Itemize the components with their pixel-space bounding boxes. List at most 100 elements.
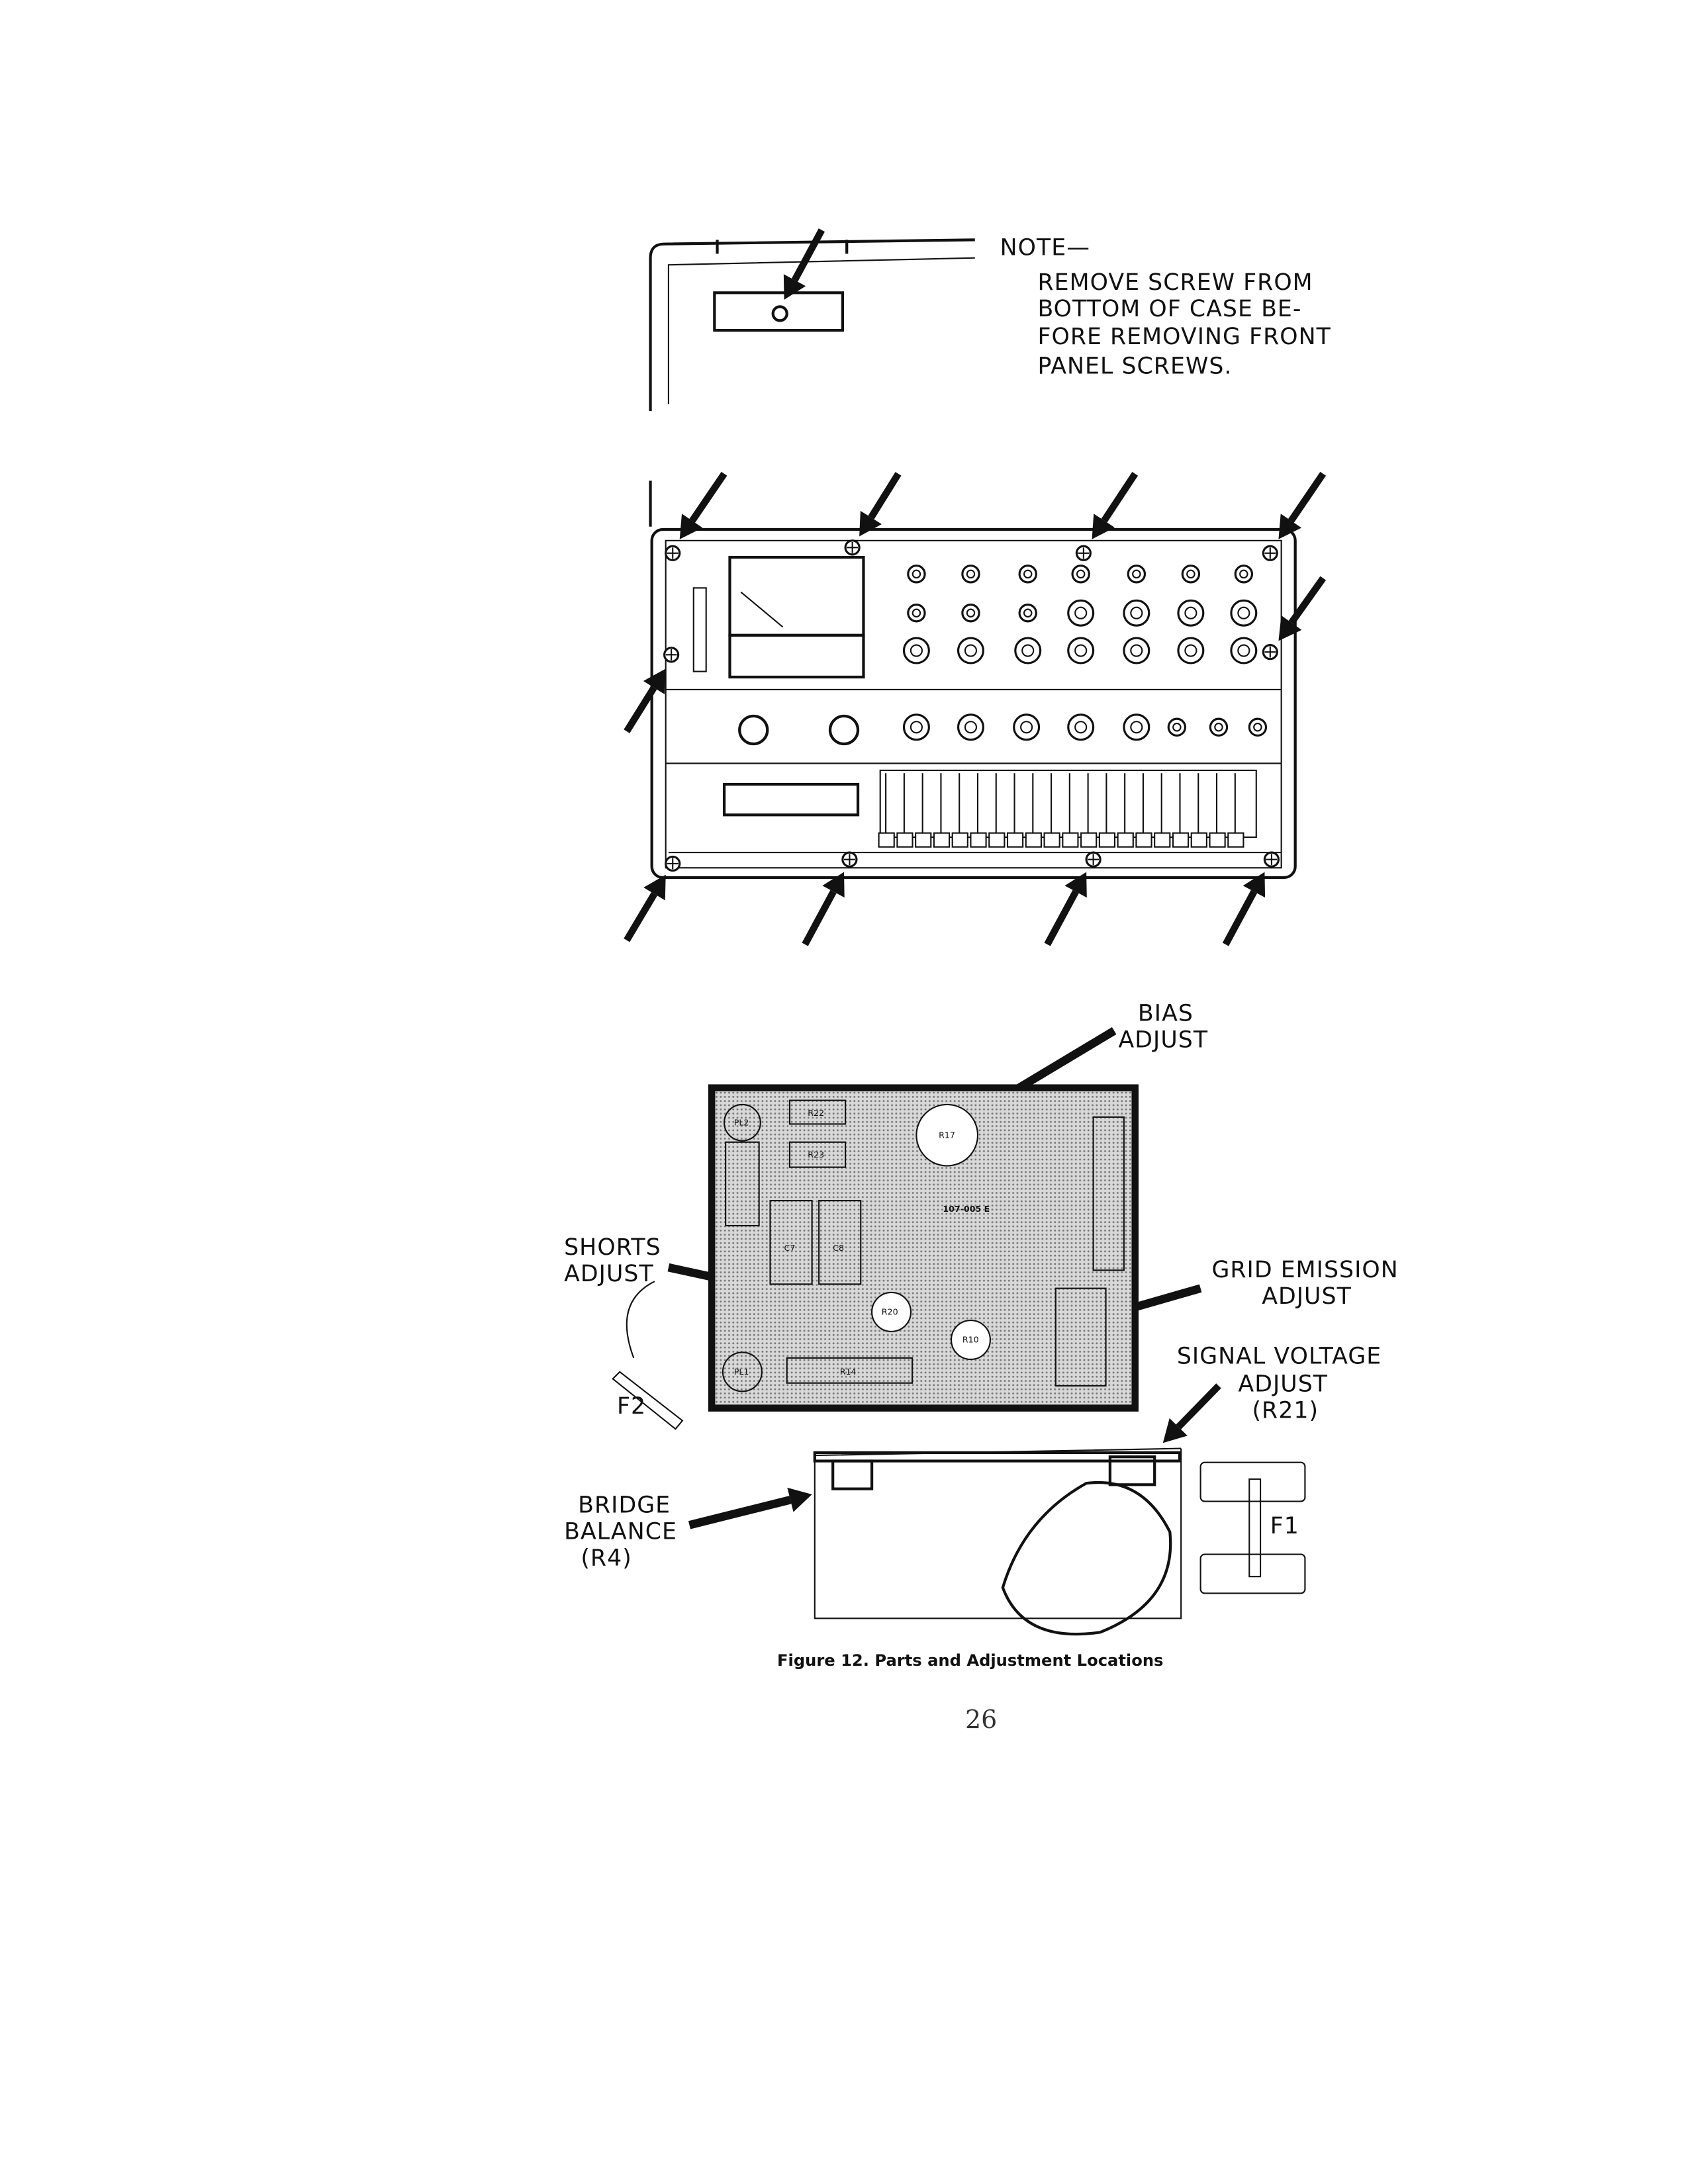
selector-knob [1127, 565, 1147, 584]
selector-knob [1248, 717, 1268, 737]
switch-bank [879, 769, 1257, 839]
arrow-icon [688, 1487, 812, 1529]
board-id: 107-005 E [943, 1204, 990, 1214]
grid-emission-adjust-callout: GRID EMISSION ADJUST [1211, 1257, 1397, 1310]
arrow-icon [859, 472, 902, 537]
callout-line: BIAS [1138, 1001, 1194, 1027]
circuit-board: PL2 R22 R23 R17 107-005 E C7 C8 R20 R10 … [612, 1084, 1139, 1430]
case-bottom-view [649, 238, 975, 412]
control-knob [828, 714, 860, 746]
note-line: BOTTOM OF CASE BE- [1037, 296, 1301, 322]
pushbuttons [692, 587, 707, 672]
front-panel [649, 480, 1297, 880]
selector-knob [957, 713, 984, 741]
r10-label: R10 [962, 1335, 979, 1345]
bridge-balance-callout: BRIDGE BALANCE (R4) [564, 1492, 677, 1571]
r22-label: R22 [808, 1108, 824, 1118]
lever-switch [1098, 773, 1116, 848]
note-line: REMOVE SCREW FROM [1037, 269, 1313, 296]
arrow-icon [1278, 471, 1327, 539]
c8-label: C8 [833, 1243, 844, 1253]
pl1-label: PL1 [734, 1367, 749, 1377]
tube-socket-strip [722, 782, 860, 817]
selector-knob [957, 637, 984, 664]
f1-fuse [1248, 1478, 1262, 1578]
selector-knob [1071, 565, 1090, 584]
arrow-icon [679, 471, 727, 539]
callout-line: BALANCE [564, 1518, 677, 1545]
pl2-label: PL2 [734, 1117, 749, 1127]
arrow-icon [783, 228, 825, 300]
selector-knob [1123, 599, 1150, 627]
r20-potentiometer [871, 1291, 912, 1332]
arrow-icon [1222, 872, 1266, 946]
pl1-lamp [722, 1351, 763, 1392]
callout-line: ADJUST [1262, 1283, 1352, 1310]
selector-knob [1209, 717, 1229, 737]
selector-knob [1123, 637, 1150, 664]
signal-voltage-adjust-callout: SIGNAL VOLTAGE ADJUST (R21) [1177, 1343, 1381, 1424]
selector-knob [961, 604, 980, 623]
r10-potentiometer [950, 1319, 991, 1361]
arrow-icon [802, 872, 845, 946]
note-line: FORE REMOVING FRONT [1037, 324, 1331, 350]
lever-switch [1190, 773, 1207, 848]
note-text: NOTE— REMOVE SCREW FROM BOTTOM OF CASE B… [1000, 235, 1331, 380]
selector-knob [1230, 599, 1258, 627]
figure-caption: Figure 12. Parts and Adjustment Location… [777, 1651, 1163, 1670]
lever-switch [1080, 773, 1098, 848]
fuse-holder [1199, 1553, 1306, 1594]
chassis-bottom [813, 1447, 1306, 1636]
arrow-icon [1162, 1383, 1221, 1443]
panel-screw-icon [1263, 851, 1280, 868]
panel-screw-icon [1262, 545, 1278, 561]
r20-label: R20 [882, 1307, 898, 1317]
bias-adjust-callout: BIAS ADJUST [1118, 1001, 1207, 1054]
selector-knob [1123, 713, 1150, 741]
selector-knob [1014, 637, 1042, 664]
c7-label: C7 [784, 1243, 796, 1253]
selector-knob [1018, 604, 1037, 623]
f2-label: F2 [617, 1393, 646, 1420]
arrow-icon [1044, 872, 1087, 946]
panel-screw-icon [1075, 545, 1092, 561]
lever-switch [970, 773, 987, 848]
panel-screw-icon [665, 855, 681, 872]
lever-switch [896, 773, 914, 848]
selector-knob [1167, 717, 1187, 737]
panel-screw-icon [841, 851, 858, 868]
lever-switch [1025, 773, 1042, 848]
selector-knob [902, 713, 930, 741]
selector-knob [1013, 713, 1041, 741]
lever-switch [1135, 773, 1152, 848]
selector-knob [1067, 599, 1095, 627]
screw-icon [771, 305, 788, 322]
selector-knob [1067, 713, 1095, 741]
callout-line: ADJUST [1238, 1371, 1328, 1397]
lever-switch [1172, 773, 1190, 848]
r14-label: R14 [840, 1367, 857, 1377]
r23-label: R23 [808, 1150, 824, 1160]
callout-line: ADJUST [564, 1261, 654, 1287]
meter [728, 555, 865, 637]
panel-screw-icon [1262, 644, 1278, 660]
lever-switch [933, 773, 951, 848]
r17-potentiometer [915, 1103, 979, 1167]
panel-screw-icon [665, 545, 681, 561]
selector-knob [1234, 565, 1254, 584]
selector-knob [1181, 565, 1201, 584]
f1-label: F1 [1270, 1513, 1299, 1539]
panel-screw-icon [663, 647, 680, 663]
callout-line: (R21) [1252, 1397, 1319, 1424]
selector-knob [1018, 565, 1037, 584]
selector-knob [1177, 599, 1205, 627]
selector-knob [961, 565, 980, 584]
arrow-icon [1278, 576, 1327, 641]
case-screw-plate [713, 291, 845, 332]
callout-line: (R4) [581, 1545, 632, 1571]
lever-switch [1006, 773, 1024, 848]
lever-switch [1209, 773, 1226, 848]
shorts-adjust-callout: SHORTS ADJUST [564, 1234, 661, 1287]
